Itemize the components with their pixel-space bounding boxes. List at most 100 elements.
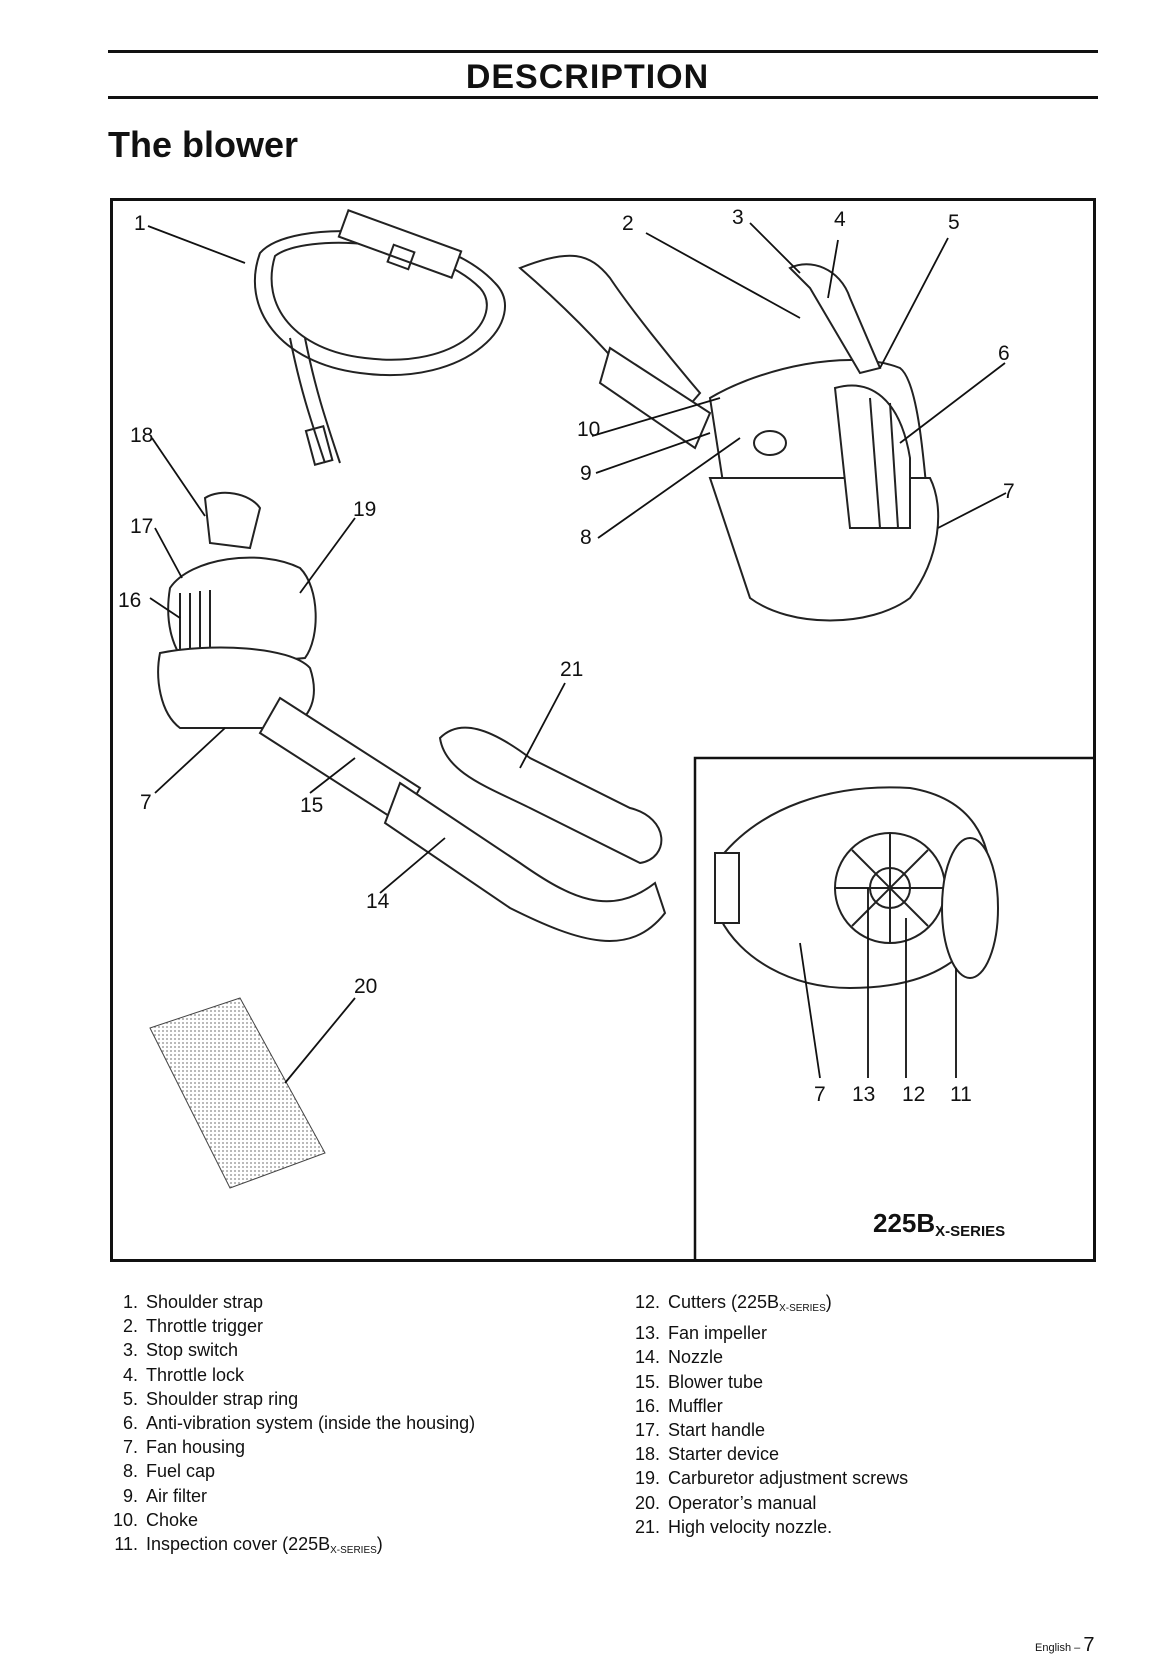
part-item: 10. Choke	[110, 1508, 475, 1532]
part-item: 8. Fuel cap	[110, 1459, 475, 1483]
part-label: Operator’s manual	[668, 1492, 817, 1513]
part-number: 14.	[634, 1347, 660, 1368]
part-item: 7. Fan housing	[110, 1435, 475, 1459]
section-title: DESCRIPTION	[465, 58, 710, 96]
part-label: Muffler	[668, 1395, 723, 1416]
blower-illustration: 1 2 3 4 5 6 7 8 9 10 18 17 16 19 7 15 21…	[118, 206, 1096, 1262]
part-item: 15.Blower tube	[632, 1370, 908, 1394]
part-label-suffix: )	[376, 1534, 383, 1555]
part-number: 9.	[122, 1485, 138, 1506]
page-footer: English – 7	[1035, 1634, 1094, 1657]
callout-19: 19	[353, 498, 376, 521]
part-item: 9.Air filter	[110, 1484, 475, 1508]
part-number: 11.	[114, 1534, 138, 1555]
part-number: 20.	[634, 1492, 660, 1513]
part-label: Stop switch	[146, 1340, 239, 1361]
callout-9: 9	[580, 462, 592, 485]
callout-13: 13	[852, 1083, 875, 1106]
part-label: Throttle trigger	[146, 1316, 264, 1337]
part-number: 5.	[122, 1388, 138, 1409]
part-item: 4. Throttle lock	[110, 1363, 475, 1387]
callout-11: 11	[950, 1083, 972, 1106]
part-number: 10.	[112, 1509, 138, 1530]
part-label: High velocity nozzle.	[668, 1516, 833, 1537]
part-number: 6.	[122, 1413, 138, 1434]
callout-4: 4	[834, 208, 846, 231]
part-item: 18. Starter device	[632, 1442, 908, 1466]
callout-7b: 7	[140, 791, 152, 814]
shoulder-strap-drawing	[254, 209, 506, 466]
callout-7c: 7	[814, 1083, 826, 1106]
callout-8: 8	[580, 526, 592, 549]
part-label: Inspection cover (225BX-SERIES)	[146, 1534, 383, 1557]
part-number: 7.	[122, 1437, 138, 1458]
part-number: 2.	[122, 1316, 138, 1337]
part-item: 11. Inspection cover (225BX-SERIES)	[110, 1532, 475, 1563]
callout-10: 10	[577, 418, 600, 441]
part-label: Anti-vibration system (inside the housin…	[146, 1413, 476, 1434]
part-number: 18.	[634, 1444, 660, 1465]
part-label: Carburetor adjustment screws	[668, 1468, 909, 1489]
part-number: 13.	[634, 1323, 660, 1344]
callout-7a: 7	[1003, 480, 1015, 503]
part-number: 4.	[122, 1364, 138, 1385]
part-label: Shoulder strap	[146, 1292, 264, 1312]
page-heading: The blower	[108, 124, 299, 165]
callout-21: 21	[560, 658, 583, 681]
footer-language: English	[1035, 1642, 1072, 1654]
figure-frame	[110, 198, 1096, 1262]
engine-drawing	[157, 491, 317, 729]
part-number: 3.	[122, 1340, 138, 1361]
inset-model-series: X-SERIES	[935, 1223, 1006, 1240]
inset-model-label: 225BX-SERIES	[873, 1208, 1005, 1240]
callout-15: 15	[300, 794, 323, 817]
part-label: Nozzle	[668, 1347, 724, 1368]
part-number: 1.	[122, 1292, 138, 1312]
part-number: 16.	[634, 1395, 660, 1416]
top-rule	[108, 50, 1098, 53]
inset-model-name: 225B	[873, 1208, 936, 1238]
callout-14: 14	[366, 890, 390, 913]
part-label: Fuel cap	[146, 1461, 216, 1482]
part-number: 19.	[634, 1468, 660, 1489]
part-item: 20. Operator’s manual	[632, 1491, 908, 1515]
part-label-suffix: )	[825, 1292, 832, 1312]
part-number: 8.	[122, 1461, 138, 1482]
part-label: Shoulder strap ring	[146, 1388, 299, 1409]
footer-page-number: 7	[1083, 1634, 1095, 1656]
callout-12: 12	[902, 1083, 925, 1106]
inset-box	[693, 756, 1096, 1262]
part-label: Blower tube	[668, 1371, 764, 1392]
part-item: 2. Throttle trigger	[110, 1314, 475, 1338]
part-item: 5. Shoulder strap ring	[110, 1387, 475, 1411]
blower-tube-drawing	[258, 696, 667, 942]
part-label: Starter device	[668, 1444, 780, 1465]
part-item: 14. Nozzle	[632, 1345, 908, 1369]
parts-list-left: 1. Shoulder strap 2. Throttle trigger 3. St…	[110, 1290, 475, 1563]
part-item: 13. Fan impeller	[632, 1321, 908, 1345]
part-item: 12.Cutters (225BX-SERIES)	[632, 1290, 908, 1321]
part-item: 1. Shoulder strap	[110, 1290, 475, 1314]
part-item: 17. Start handle	[632, 1418, 908, 1442]
fan-impeller-drawing	[714, 786, 999, 990]
part-label: Fan impeller	[668, 1323, 768, 1344]
part-label: Choke	[146, 1509, 199, 1530]
part-label: Start handle	[668, 1420, 766, 1441]
part-label-sub: X-SERIES	[330, 1545, 377, 1557]
part-label-text: Cutters (225B	[668, 1292, 780, 1312]
operators-manual-drawing	[149, 997, 326, 1189]
part-item: 16. Muffler	[632, 1394, 908, 1418]
callout-2: 2	[622, 212, 634, 235]
part-item: 6. Anti-vibration system (inside the hous…	[110, 1411, 475, 1435]
callout-16: 16	[118, 589, 141, 612]
callout-17: 17	[130, 515, 153, 538]
part-number: 17.	[634, 1420, 660, 1441]
part-item: 21.High velocity nozzle.	[632, 1515, 908, 1539]
callout-6: 6	[998, 342, 1010, 365]
part-item: 19. Carburetor adjustment screws	[632, 1466, 908, 1490]
callout-5: 5	[948, 211, 960, 234]
part-label: Throttle lock	[146, 1364, 245, 1385]
leader-lines	[147, 222, 1007, 1084]
part-label: Fan housing	[146, 1437, 246, 1458]
callout-1: 1	[134, 212, 146, 235]
